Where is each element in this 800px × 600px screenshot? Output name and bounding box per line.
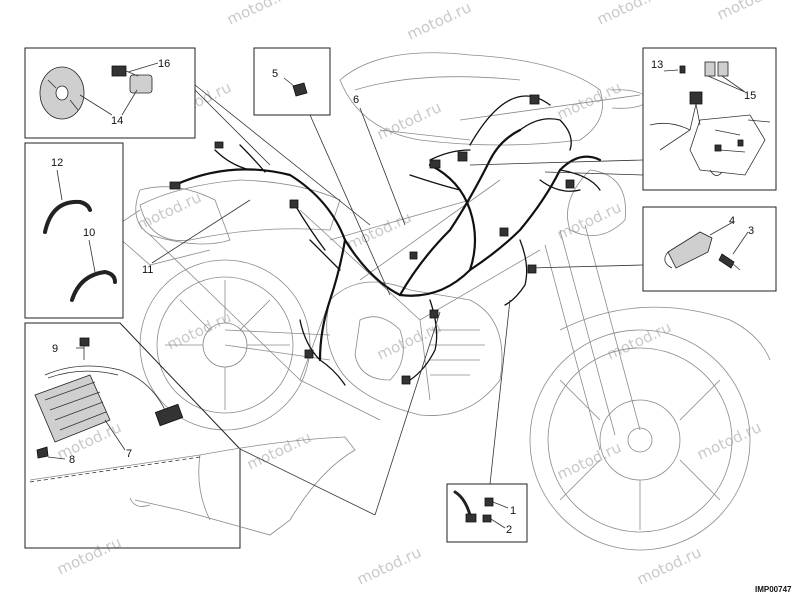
- inset-regulator: 9 8 7: [24, 311, 441, 549]
- callout-3: 3: [748, 225, 754, 237]
- callout-7: 7: [126, 448, 132, 460]
- watermark: motod.ru: [404, 0, 474, 44]
- inset-parts-12-10: 12 10: [24, 142, 124, 319]
- motorcycle-outline: [109, 52, 771, 551]
- inset-parts-4-3: 4 3: [529, 206, 777, 292]
- callout-14: 14: [111, 115, 123, 127]
- callout-10: 10: [83, 227, 95, 239]
- inset-parts-1-2: 1 2: [446, 299, 528, 543]
- bolt-icon: [79, 337, 90, 360]
- watermark: motod.ru: [244, 428, 314, 473]
- watermark: motod.ru: [374, 318, 444, 363]
- callout-9: 9: [52, 343, 58, 355]
- watermark: motod.ru: [374, 98, 444, 143]
- inset-parts-13-15: 13 15: [469, 47, 777, 191]
- regulator-icon: [34, 365, 184, 443]
- sensor-connector-icon: [111, 65, 153, 94]
- watermark: motod.ru: [554, 198, 624, 243]
- callout-16: 16: [158, 58, 170, 70]
- callout-2: 2: [506, 524, 512, 536]
- callout-5: 5: [272, 68, 278, 80]
- callout-11-group: 11: [142, 199, 251, 276]
- watermark: motod.ru: [594, 0, 664, 29]
- watermark: motod.ru: [134, 188, 204, 233]
- callout-13: 13: [651, 59, 663, 71]
- watermark: motod.ru: [224, 0, 294, 29]
- main-wiring-harness: [169, 94, 602, 386]
- watermark: motod.ru: [554, 78, 624, 123]
- callout-12: 12: [51, 157, 63, 169]
- watermark: motod.ru: [164, 308, 234, 353]
- inset-cd-sensor: 16 14: [24, 47, 371, 226]
- cd-disc-icon: [39, 66, 85, 120]
- watermark: motod.ru: [354, 543, 424, 588]
- callout-8: 8: [69, 454, 75, 466]
- watermark: motod.ru: [54, 533, 124, 578]
- callout-11: 11: [142, 264, 153, 276]
- watermark: motod.ru: [604, 318, 674, 363]
- callout-4: 4: [729, 215, 735, 227]
- drawing-code: IMP00747: [755, 585, 792, 594]
- inset-part-5: 5: [253, 47, 391, 296]
- callout-15: 15: [744, 90, 756, 102]
- callout-6-group: 6: [353, 94, 406, 226]
- watermark: motod.ru: [554, 438, 624, 483]
- watermark: motod.ru: [694, 418, 764, 463]
- watermark: motod.ru: [714, 0, 784, 24]
- callout-1: 1: [510, 505, 516, 517]
- callout-6: 6: [353, 94, 359, 106]
